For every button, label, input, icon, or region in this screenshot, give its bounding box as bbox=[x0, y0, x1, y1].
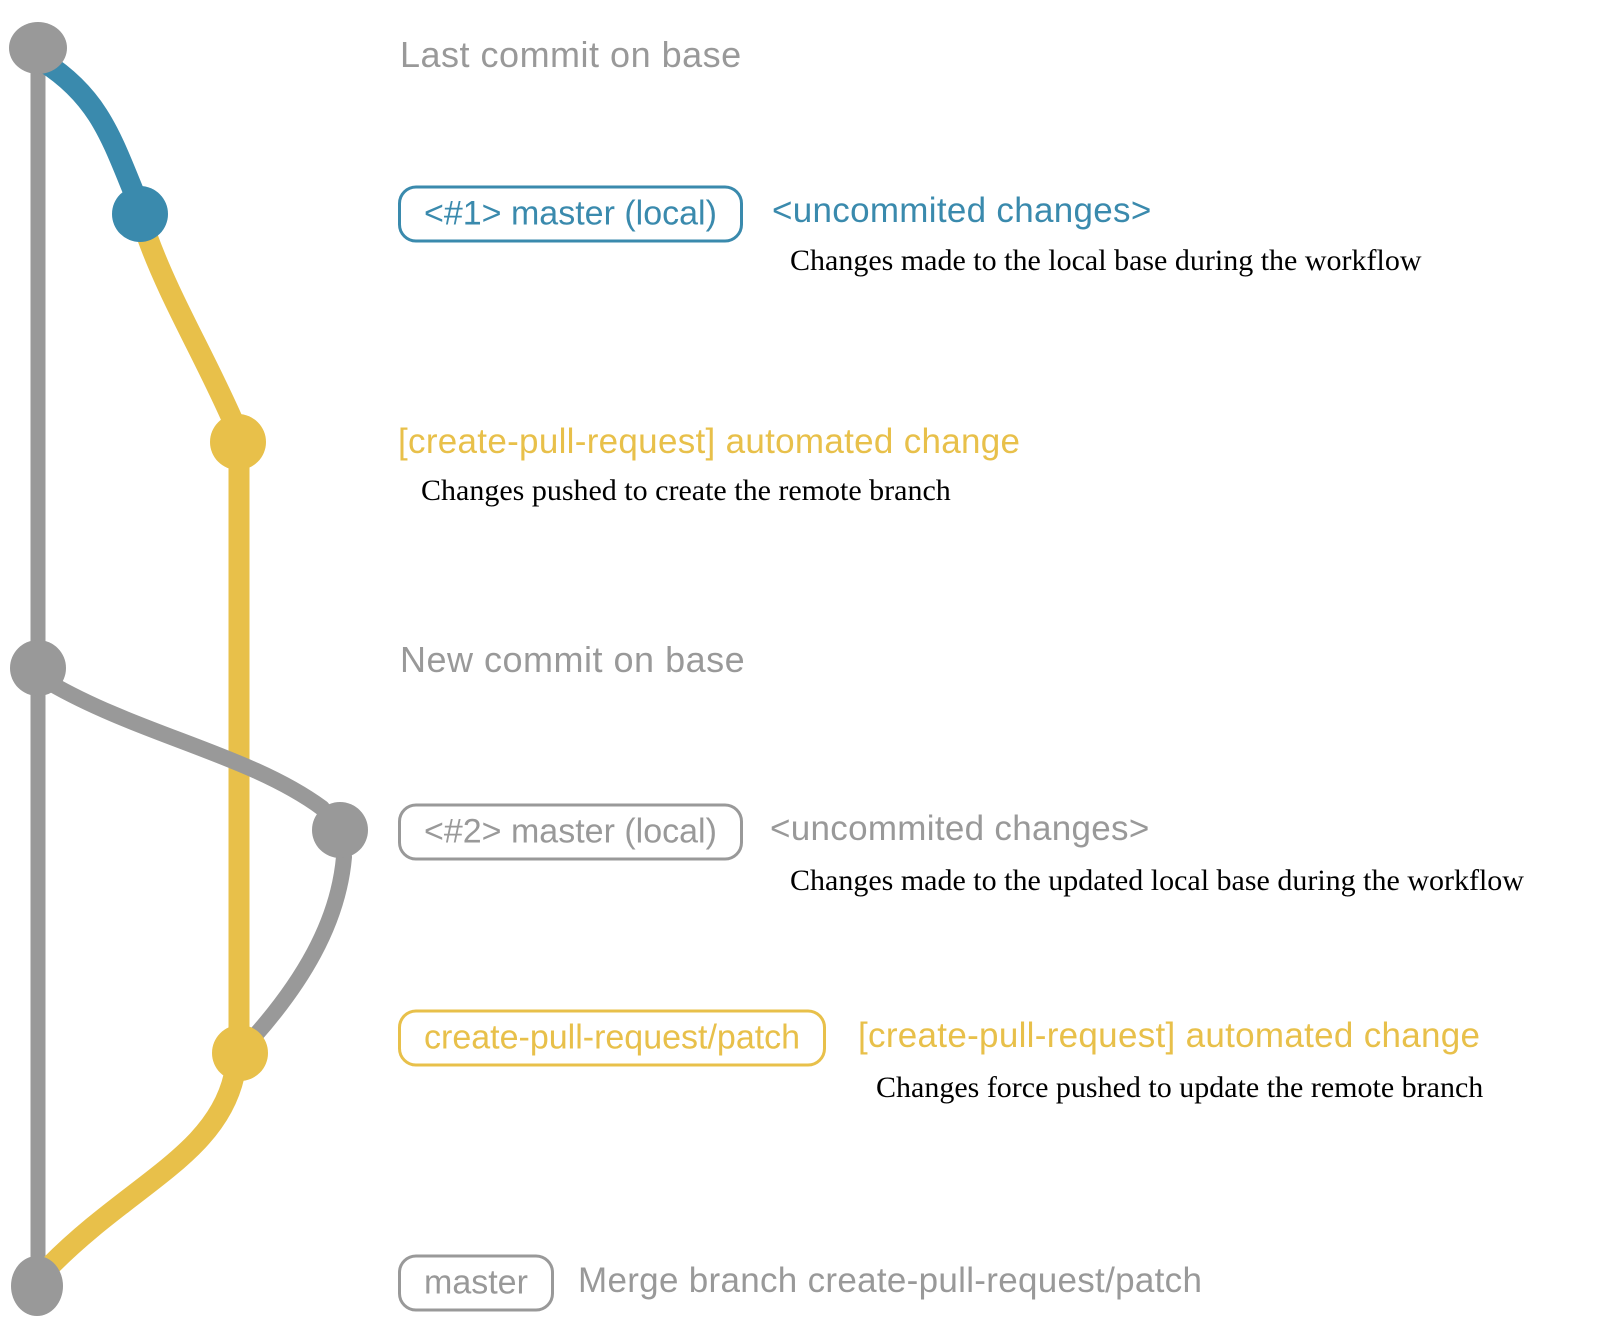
badge-master: master bbox=[398, 1254, 554, 1312]
edge-base-to-local-2 bbox=[42, 675, 330, 816]
badge-patch-branch: create-pull-request/patch bbox=[398, 1009, 827, 1067]
edge-local2-to-patch2 bbox=[245, 849, 352, 1046]
detail-changes-force-pushed: Changes force pushed to update the remot… bbox=[876, 1071, 1484, 1104]
edge-base-to-local-1 bbox=[33, 51, 148, 211]
badge-local-master-2: <#2> master (local) bbox=[398, 803, 743, 861]
note-automated-change-2: [create-pull-request] automated change bbox=[858, 1016, 1481, 1055]
commit-node-local-master-1 bbox=[112, 186, 168, 242]
badge-local-master-1: <#1> master (local) bbox=[398, 185, 743, 243]
commit-graph bbox=[9, 22, 368, 1316]
detail-updated-local-base-changes: Changes made to the updated local base d… bbox=[790, 864, 1524, 897]
commit-node-local-master-2 bbox=[312, 802, 368, 858]
commit-node-base-last bbox=[9, 22, 67, 74]
note-merge-branch: Merge branch create-pull-request/patch bbox=[578, 1261, 1203, 1300]
commit-node-base-new bbox=[10, 640, 66, 696]
commit-node-patch-1 bbox=[210, 414, 266, 470]
label-last-commit-on-base: Last commit on base bbox=[400, 34, 742, 75]
detail-local-base-changes: Changes made to the local base during th… bbox=[790, 244, 1422, 277]
note-automated-change-1: [create-pull-request] automated change bbox=[398, 422, 1021, 461]
detail-changes-pushed: Changes pushed to create the remote bran… bbox=[421, 474, 951, 507]
label-new-commit-on-base: New commit on base bbox=[400, 639, 746, 680]
note-uncommited-changes-1: <uncommited changes> bbox=[772, 191, 1152, 230]
edge-local1-to-patch1 bbox=[136, 225, 247, 439]
edge-patch2-to-merge bbox=[39, 1065, 245, 1277]
note-uncommited-changes-2: <uncommited changes> bbox=[770, 809, 1150, 848]
commit-node-merge bbox=[11, 1256, 63, 1316]
commit-node-patch-2 bbox=[212, 1025, 268, 1081]
